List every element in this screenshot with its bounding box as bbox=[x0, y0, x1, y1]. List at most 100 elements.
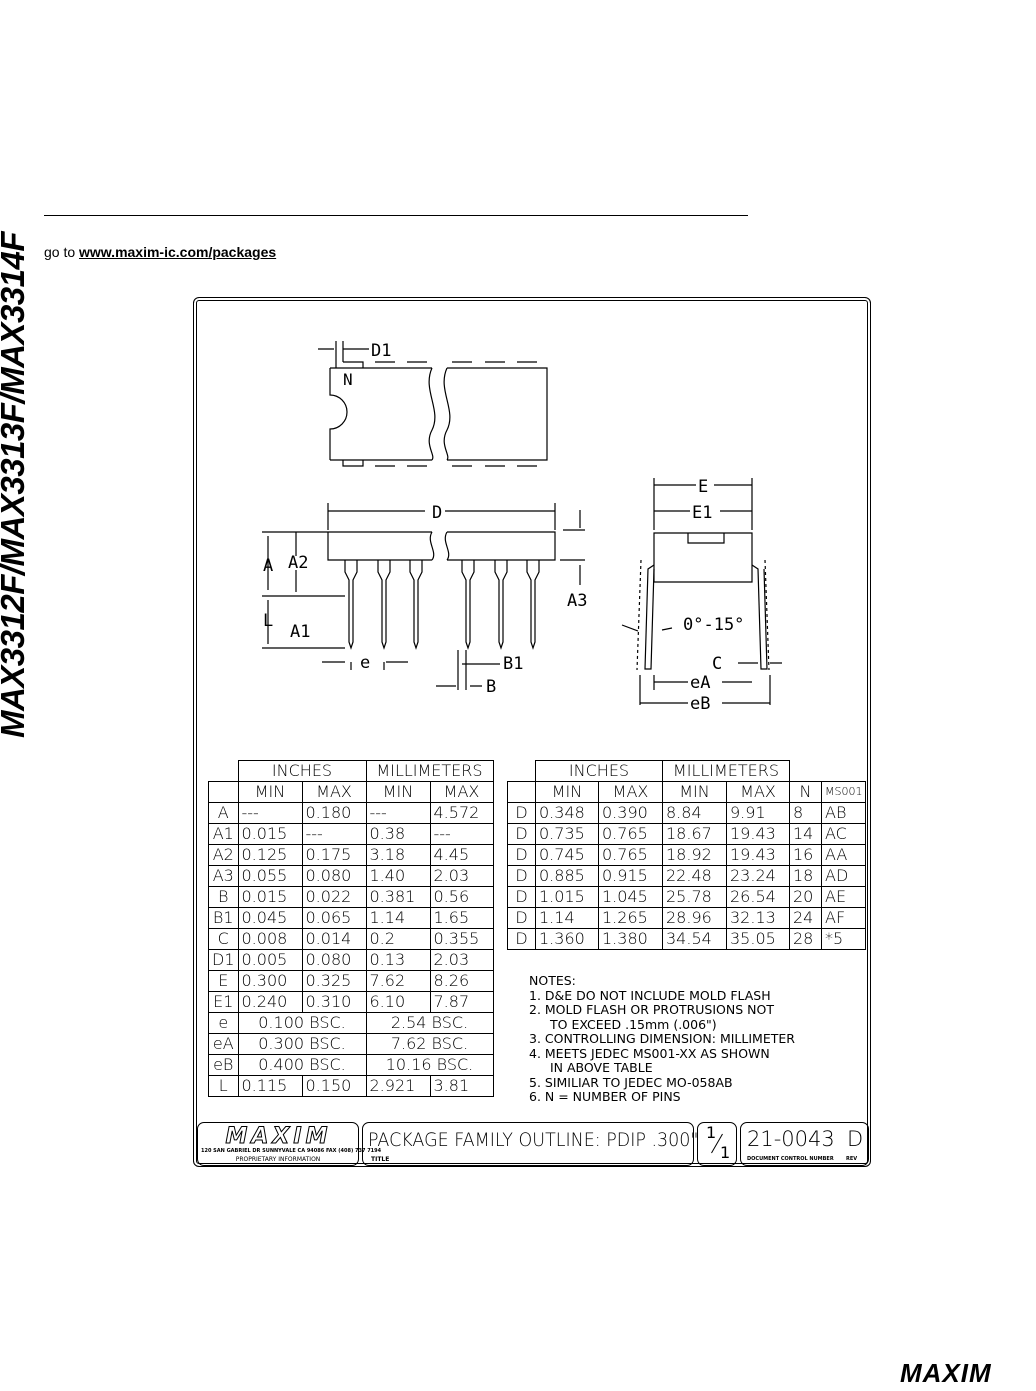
table-cell: 7.62 BSC. bbox=[365, 1033, 494, 1055]
column-header: MAX bbox=[301, 781, 367, 803]
table-cell: 0.400 BSC. bbox=[237, 1054, 367, 1076]
label-angle: 0°-15° bbox=[683, 615, 744, 635]
table-cell: 0.240 bbox=[237, 991, 303, 1013]
table-cell: 0.180 bbox=[301, 802, 367, 824]
table-cell: 0.008 bbox=[237, 928, 303, 950]
label-B1: B1 bbox=[503, 654, 523, 674]
end-view: E E1 0°-15° C eA eB bbox=[621, 477, 782, 714]
label-N: N bbox=[343, 370, 353, 389]
drawing-title: PACKAGE FAMILY OUTLINE: PDIP .300" bbox=[368, 1129, 699, 1151]
dimension-symbol: D bbox=[507, 823, 536, 845]
note-line: 4. MEETS JEDEC MS001-XX AS SHOWN bbox=[529, 1045, 770, 1061]
label-B: B bbox=[486, 677, 496, 697]
table-cell: AF bbox=[820, 907, 867, 929]
column-header: MS001 bbox=[820, 781, 867, 803]
table-cell: 3.18 bbox=[365, 844, 431, 866]
package-link-line: go to www.maxim-ic.com/packages bbox=[44, 244, 276, 260]
table-cell: 0.310 bbox=[301, 991, 367, 1013]
group-header: MILLIMETERS bbox=[662, 760, 790, 782]
proprietary-label: PROPRIETARY INFORMATION bbox=[235, 1156, 321, 1163]
table-cell: 0.045 bbox=[237, 907, 303, 929]
table-cell: 8.26 bbox=[429, 970, 494, 992]
table-cell: 18.67 bbox=[662, 823, 727, 845]
rev-label: REV bbox=[846, 1156, 858, 1162]
table-cell: 4.572 bbox=[429, 802, 494, 824]
footer-maxim-logo: MAXIM bbox=[900, 1358, 992, 1388]
notes-title: NOTES: bbox=[529, 973, 576, 988]
table-cell: 0.125 bbox=[237, 844, 303, 866]
table-cell: 20 bbox=[789, 886, 822, 908]
column-header: MAX bbox=[429, 781, 494, 803]
table-cell: 0.735 bbox=[535, 823, 599, 845]
column-header: MAX bbox=[726, 781, 790, 803]
dimension-symbol: E1 bbox=[208, 991, 239, 1013]
dimension-symbol: A bbox=[208, 802, 239, 824]
company-address: 120 SAN GABRIEL DR SUNNYVALE CA 94086 FA… bbox=[201, 1148, 382, 1154]
table-cell: 32.13 bbox=[726, 907, 790, 929]
table-cell: 3.81 bbox=[429, 1075, 494, 1097]
document-number: 21-0043 bbox=[747, 1127, 835, 1151]
label-A1: A1 bbox=[290, 622, 310, 642]
label-D1: D1 bbox=[371, 341, 391, 361]
table-cell: 0.005 bbox=[237, 949, 303, 971]
table-cell: 0.080 bbox=[301, 949, 367, 971]
table-cell: 1.265 bbox=[598, 907, 663, 929]
table-cell: 8.84 bbox=[662, 802, 727, 824]
column-header: MIN bbox=[237, 781, 303, 803]
label-D: D bbox=[432, 503, 442, 523]
note-line: 6. N = NUMBER OF PINS bbox=[529, 1089, 681, 1104]
doc-control-label: DOCUMENT CONTROL NUMBER bbox=[747, 1156, 834, 1162]
table-cell: 4.45 bbox=[429, 844, 494, 866]
table-cell: 0.175 bbox=[301, 844, 367, 866]
package-drawing: D1 N D A A2 L A1 e B1 B A3 bbox=[262, 341, 782, 714]
table-cell: 0.015 bbox=[237, 823, 303, 845]
table-cell: 16 bbox=[789, 844, 822, 866]
dimension-symbol: A3 bbox=[208, 865, 239, 887]
table-cell: 6.10 bbox=[365, 991, 431, 1013]
label-header-cell bbox=[507, 781, 536, 803]
dimension-symbol: D bbox=[507, 802, 536, 824]
table-cell: 2.03 bbox=[429, 949, 494, 971]
table-cell: 1.360 bbox=[535, 928, 599, 950]
dimension-symbol: L bbox=[208, 1075, 239, 1097]
label-eB: eB bbox=[690, 694, 710, 714]
column-header: MAX bbox=[598, 781, 663, 803]
doc-number-box: 21-0043 D DOCUMENT CONTROL NUMBER REV bbox=[740, 1122, 869, 1166]
note-line: 5. SIMILIAR TO JEDEC MO-058AB bbox=[529, 1074, 733, 1090]
drawing-frame bbox=[193, 297, 871, 1167]
packages-link[interactable]: www.maxim-ic.com/packages bbox=[79, 244, 277, 260]
dimension-symbol: eA bbox=[208, 1033, 239, 1055]
table-cell: 0.300 BSC. bbox=[237, 1033, 367, 1055]
notes: NOTES: 1. D&E DO NOT INCLUDE MOLD FLASH … bbox=[529, 973, 795, 1105]
table-cell: 8 bbox=[789, 802, 822, 824]
note-line: IN ABOVE TABLE bbox=[550, 1060, 653, 1075]
table-cell: 0.56 bbox=[429, 886, 494, 908]
table-cell: 0.765 bbox=[598, 823, 663, 845]
label-E: E bbox=[698, 477, 708, 497]
dimension-symbol: B bbox=[208, 886, 239, 908]
table-cell: 0.348 bbox=[535, 802, 599, 824]
table-cell: 18 bbox=[789, 865, 822, 887]
table-cell: 2.03 bbox=[429, 865, 494, 887]
table-cell: *5 bbox=[820, 928, 867, 950]
dimension-symbol: D bbox=[507, 844, 536, 866]
table-cell: 0.765 bbox=[598, 844, 663, 866]
table-cell: 2.54 BSC. bbox=[365, 1012, 494, 1034]
table-cell: AA bbox=[820, 844, 867, 866]
note-line: 2. MOLD FLASH OR PROTRUSIONS NOT bbox=[529, 1002, 774, 1017]
table-cell: 1.14 bbox=[535, 907, 599, 929]
side-view: D A A2 L A1 e B1 B A3 bbox=[262, 503, 587, 697]
label-header-cell bbox=[208, 781, 239, 803]
column-header: MIN bbox=[535, 781, 599, 803]
dimension-symbol: D bbox=[507, 865, 536, 887]
label-L: L bbox=[263, 611, 273, 631]
label-e: e bbox=[360, 653, 370, 673]
